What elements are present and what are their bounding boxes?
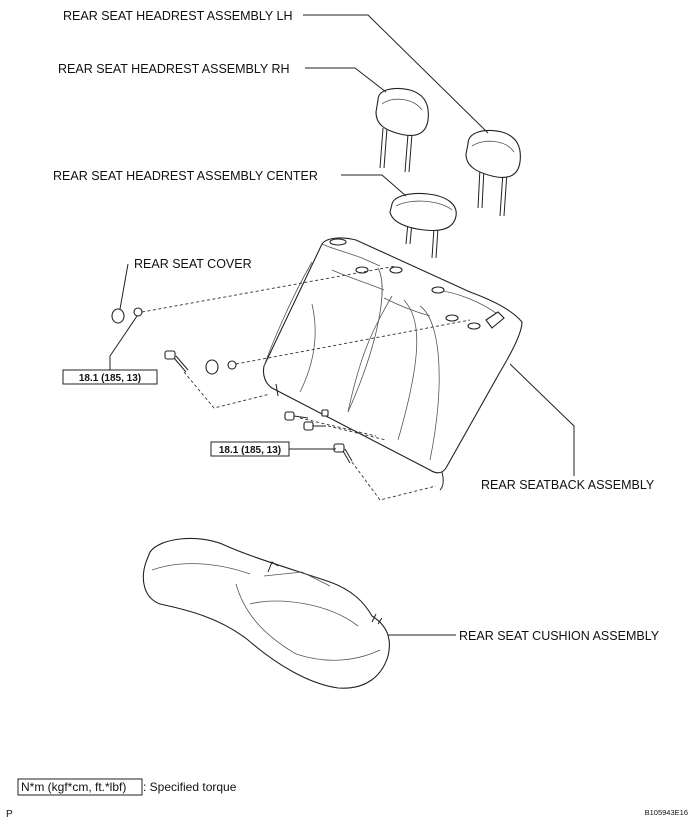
headrest-center [389, 192, 457, 259]
leader-headrest-lh [303, 14, 489, 134]
torque-box-upper: 18.1 (185, 13) [62, 369, 158, 385]
label-headrest-center: REAR SEAT HEADREST ASSEMBLY CENTER [53, 169, 318, 183]
label-cushion: REAR SEAT CUSHION ASSEMBLY [459, 629, 660, 643]
install-line-bolt-lower [351, 461, 437, 501]
bolt-lower [333, 443, 353, 464]
label-headrest-lh: REAR SEAT HEADREST ASSEMBLY LH [63, 9, 292, 23]
install-line-cover-upper [141, 265, 397, 313]
label-seat-cover: REAR SEAT COVER [134, 257, 252, 271]
install-line-bolts-middle [299, 417, 387, 441]
leader-seatback [509, 363, 575, 476]
legend-text: : Specified torque [143, 780, 237, 794]
torque-value-upper: 18.1 (185, 13) [79, 373, 141, 384]
rear-seat-cushion [142, 537, 390, 689]
leader-headrest-center [341, 174, 407, 197]
headrest-lh [465, 129, 521, 217]
seat-cover-parts [111, 307, 237, 375]
label-headrest-rh: REAR SEAT HEADREST ASSEMBLY RH [58, 62, 290, 76]
headrest-rh [375, 87, 429, 173]
figure-id: B105943E16 [645, 808, 688, 817]
legend-unit: N*m (kgf*cm, ft.*lbf) [21, 780, 126, 794]
bolt-upper [164, 350, 189, 373]
leader-torque-upper [109, 315, 138, 370]
legend: N*m (kgf*cm, ft.*lbf) : Specified torque [17, 778, 237, 796]
install-line-cover-lower [235, 319, 471, 365]
torque-value-lower: 18.1 (185, 13) [219, 445, 281, 456]
leader-headrest-rh [305, 67, 387, 93]
footer-left-mark: P [6, 809, 13, 820]
install-line-bolt-upper [183, 371, 271, 409]
label-seatback: REAR SEATBACK ASSEMBLY [481, 478, 655, 492]
leader-seat-cover [119, 263, 129, 310]
torque-box-lower: 18.1 (185, 13) [210, 441, 290, 457]
bolts-middle [284, 409, 329, 431]
rear-seatback [262, 237, 523, 491]
